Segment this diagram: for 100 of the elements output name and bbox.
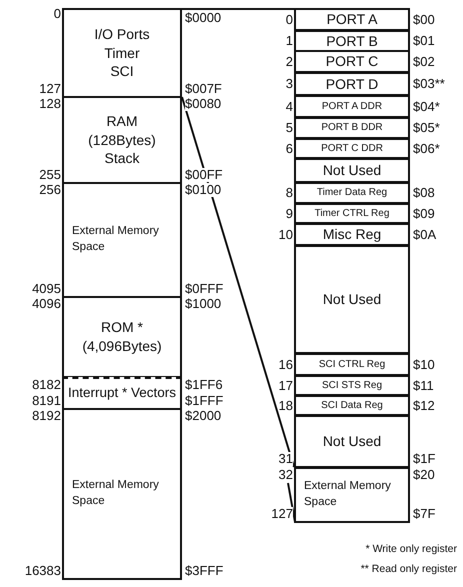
segment-label: Timer — [104, 44, 140, 62]
memory-segment — [294, 138, 410, 159]
decimal-address: 255 — [39, 168, 61, 182]
segment-label: (128Bytes) — [88, 130, 156, 150]
memory-segment — [62, 182, 182, 298]
decimal-address: 8191 — [32, 394, 61, 408]
hex-address: $12 — [413, 398, 435, 412]
segment-label: Not Used — [322, 290, 382, 309]
hex-address: $03** — [413, 77, 445, 91]
memory-segment — [62, 377, 182, 410]
segment-label: PORT A — [326, 10, 378, 29]
segment-label: PORT B — [326, 32, 378, 50]
segment-label: SCI CTRL Reg — [318, 358, 386, 372]
decimal-address: 3 — [286, 77, 293, 91]
hex-address: $0FFF — [185, 282, 224, 296]
decimal-address: 8182 — [32, 378, 61, 392]
hex-address: $11 — [413, 378, 434, 392]
segment-label: Not Used — [322, 432, 382, 451]
hex-address: $00FF — [185, 168, 223, 182]
hex-address: $10 — [413, 358, 435, 372]
decimal-address: 127 — [39, 82, 61, 96]
hex-address: $08 — [413, 186, 435, 200]
memory-segment — [294, 415, 410, 468]
memory-segment — [294, 375, 410, 396]
memory-segment — [294, 8, 410, 31]
decimal-address: 31 — [278, 452, 293, 466]
hex-address: $00 — [413, 12, 435, 26]
memory-segment — [294, 395, 410, 416]
decimal-address: 8192 — [32, 409, 61, 423]
memory-segment — [62, 8, 182, 98]
segment-label: External Memory Space — [304, 479, 392, 510]
memory-segment — [294, 223, 410, 246]
decimal-address: 1 — [286, 34, 293, 48]
hex-address: $0000 — [185, 11, 222, 25]
segment-label: PORT A DDR — [322, 100, 382, 114]
segment-label: I/O Ports — [94, 24, 150, 44]
memory-segment — [62, 408, 182, 580]
decimal-address: 4095 — [32, 282, 61, 296]
segment-label: (4,096Bytes) — [82, 337, 162, 356]
hex-address: $0A — [413, 228, 436, 242]
footnote: ** Read only register — [360, 563, 457, 575]
memory-segment — [62, 96, 182, 184]
decimal-address: 9 — [286, 206, 293, 220]
segment-label: Stack — [104, 149, 140, 168]
hex-address: $3FFF — [185, 564, 224, 578]
segment-label: SCI — [110, 62, 134, 82]
hex-address: $09 — [413, 206, 435, 220]
decimal-address: 6 — [286, 142, 293, 156]
memory-segment — [62, 296, 182, 378]
decimal-address: 5 — [286, 121, 293, 135]
segment-label: Timer Data Reg — [316, 186, 388, 200]
hex-address: $007F — [185, 82, 222, 96]
memory-segment — [294, 158, 410, 183]
segment-label: PORT B DDR — [321, 121, 383, 135]
decimal-address: 0 — [54, 7, 61, 21]
decimal-address: 8 — [286, 186, 293, 200]
memory-segment — [294, 30, 410, 52]
expansion-line — [181, 96, 295, 468]
hex-address: $01 — [413, 34, 435, 48]
decimal-address: 10 — [278, 228, 293, 242]
hex-address: $0100 — [185, 183, 222, 197]
memory-segment — [294, 50, 410, 73]
hex-address: $06* — [413, 142, 440, 156]
memory-segment — [294, 95, 410, 118]
decimal-address: 4 — [286, 100, 293, 114]
memory-segment — [294, 245, 410, 354]
segment-label: RAM — [106, 112, 138, 131]
segment-label: SCI STS Reg — [322, 378, 382, 392]
segment-label: Misc Reg — [322, 225, 382, 244]
hex-address: $04* — [413, 100, 440, 114]
decimal-address: 256 — [39, 183, 61, 197]
footnote: * Write only register — [366, 543, 457, 555]
decimal-address: 16 — [278, 358, 293, 372]
memory-segment — [294, 203, 410, 224]
decimal-address: 18 — [278, 398, 293, 412]
decimal-address: 128 — [39, 97, 61, 111]
hex-address: $7F — [413, 507, 436, 521]
decimal-address: 127 — [271, 507, 293, 521]
decimal-address: 16383 — [24, 564, 61, 578]
hex-address: $02 — [413, 54, 435, 68]
segment-label: External Memory Space — [72, 224, 160, 255]
segment-label: PORT C DDR — [321, 142, 383, 156]
hex-address: $1F — [413, 452, 436, 466]
hex-address: $1FF6 — [185, 378, 223, 392]
decimal-address: 32 — [278, 468, 293, 482]
hex-address: $05* — [413, 121, 440, 135]
memory-segment — [294, 182, 410, 204]
hex-address: $1FFF — [185, 394, 224, 408]
hex-address: $0080 — [185, 97, 222, 111]
segment-label: PORT C — [326, 52, 378, 71]
segment-label: SCI Data Reg — [321, 398, 383, 412]
memory-segment — [294, 72, 410, 96]
segment-label: ROM * — [101, 318, 143, 337]
segment-label: Timer CTRL Reg — [314, 206, 390, 220]
segment-label: Interrupt * Vectors — [68, 384, 176, 402]
hex-address: $1000 — [185, 297, 222, 311]
decimal-address: 4096 — [32, 297, 61, 311]
segment-label: Not Used — [322, 161, 382, 180]
memory-segment — [294, 353, 410, 376]
decimal-address: 0 — [286, 12, 293, 26]
